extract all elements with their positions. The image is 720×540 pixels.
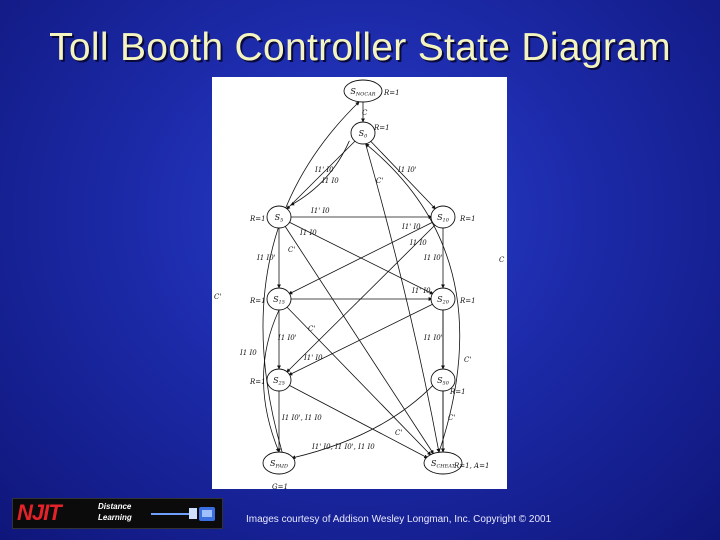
transition-label: I1' I0: [303, 354, 323, 362]
transition-label: C': [308, 325, 315, 333]
state-scheat: SCHEAT: [423, 451, 463, 475]
transition-label: I1 I0': [277, 334, 297, 342]
state-circle: [350, 121, 376, 145]
state-s20: S20: [430, 287, 456, 311]
transition-label: C': [288, 246, 295, 254]
transition-label: C: [362, 109, 368, 117]
state-spaid: SPAID: [262, 451, 296, 475]
state-diagram: C I1' I0 I1 I0' I1 I0 C' I1' I0 I1 I0' I1 I0 C' I…: [212, 77, 507, 489]
transition-s20-s25: [288, 303, 434, 376]
transition-label: I1 I0', I1 I0: [281, 414, 322, 422]
state-output: G=1: [272, 483, 288, 489]
transition-label: C': [395, 429, 402, 437]
state-output: R=1: [459, 215, 476, 223]
transition-label: I1 I0: [409, 239, 427, 247]
transition-label: I1 I0: [299, 229, 317, 237]
state-output: R=1: [249, 215, 266, 223]
state-s15: S15: [266, 287, 292, 311]
transition-scheat-s0: [365, 143, 461, 453]
transition-label: I1' I0: [314, 166, 334, 174]
transition-s0-s5: [286, 140, 356, 210]
transition-label: I1' I0, I1 I0', I1 I0: [311, 443, 375, 451]
transition-label: C': [214, 293, 221, 301]
logo-graphic-icon: [151, 507, 215, 521]
state-s0: S0: [350, 121, 376, 145]
state-label: S20: [437, 295, 450, 306]
state-circle: [430, 287, 456, 311]
transition-s15-spaid: [263, 309, 280, 453]
njit-logo: NJIT Distance Learning: [12, 498, 223, 529]
transition-label: I1' I0: [401, 223, 421, 231]
logo-line-1: Distance: [98, 502, 132, 511]
state-s25: S25: [266, 368, 292, 392]
transition-s0-scheat: [365, 143, 441, 453]
state-label: S25: [273, 376, 285, 387]
state-label: SCHEAT: [431, 459, 456, 470]
transition-label: C': [448, 414, 455, 422]
state-output: R=1: [249, 378, 266, 386]
state-circle: [266, 287, 292, 311]
transition-label: I1 I0: [239, 349, 257, 357]
image-credit: Images courtesy of Addison Wesley Longma…: [246, 514, 552, 525]
transition-s10-s15: [288, 221, 434, 295]
transition-label: I1 I0': [423, 334, 443, 342]
state-circle: [262, 451, 296, 475]
state-circle: [266, 368, 292, 392]
state-label: S15: [273, 295, 285, 306]
transition-label: C': [464, 356, 471, 364]
state-diagram-svg: C I1' I0 I1 I0' I1 I0 C' I1' I0 I1 I0' I1 I0 C' I…: [214, 79, 505, 489]
transition-label: I1' I0: [310, 207, 330, 215]
state-circle: [266, 205, 292, 229]
transition-label: C': [376, 177, 383, 185]
state-s10: S10: [430, 205, 456, 229]
state-circle: [343, 79, 383, 103]
transition-label: I1 I0': [256, 254, 276, 262]
state-output: R=1, A=1: [453, 462, 489, 470]
transition-label: I1 I0': [423, 254, 443, 262]
logo-line-2: Learning: [98, 513, 132, 522]
state-output: R=1: [383, 89, 400, 97]
state-label: S10: [437, 213, 450, 224]
state-output: R=1: [249, 297, 266, 305]
state-circle: [430, 205, 456, 229]
state-s50: S50: [430, 368, 456, 392]
transition-spaid-snocar: [262, 101, 360, 453]
state-label: SPAID: [270, 459, 288, 470]
state-output: R=1: [459, 297, 476, 305]
transition-label: I1 I0: [321, 177, 339, 185]
state-circle: [423, 451, 463, 475]
state-s5: S5: [266, 205, 292, 229]
transition-s25-scheat: [288, 384, 429, 459]
logo-text: NJIT: [17, 500, 62, 525]
state-circle: [430, 368, 456, 392]
state-label: SNOCAR: [350, 87, 375, 98]
transition-s0-s5: [290, 140, 350, 206]
transition-s15-scheat: [286, 306, 432, 456]
state-output: R=1: [449, 388, 466, 396]
transition-label: I1 I0': [397, 166, 417, 174]
state-output: R=1: [373, 124, 390, 132]
transition-s50-spaid: [291, 384, 434, 460]
transition-s0-s10: [370, 140, 436, 210]
transition-label: I1' I0: [411, 287, 431, 295]
transition-s10-s25: [286, 224, 436, 373]
state-label: S5: [275, 213, 284, 224]
state-label: S50: [437, 376, 450, 387]
transition-label: C: [499, 256, 505, 264]
state-label: S0: [359, 129, 368, 140]
slide-title: Toll Booth Controller State Diagram: [49, 26, 671, 69]
state-snocar: SNOCAR: [343, 79, 383, 103]
